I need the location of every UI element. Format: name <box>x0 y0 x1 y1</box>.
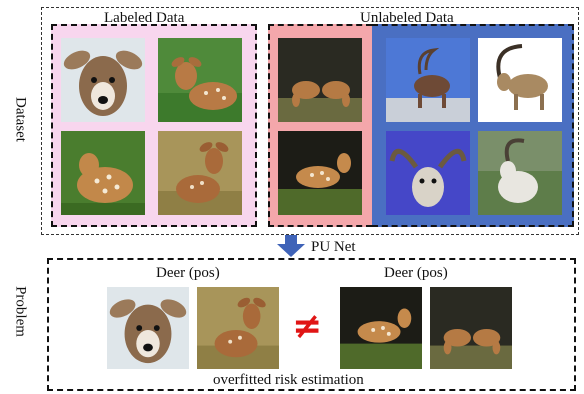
dataset-side-label: Dataset <box>12 97 29 142</box>
deer-photo <box>61 38 145 122</box>
bottom-caption: overfitted risk estimation <box>213 372 364 388</box>
deer-photo <box>340 287 422 369</box>
unlabeled-data-title: Unlabeled Data <box>360 10 454 26</box>
deer-photo <box>158 131 242 215</box>
left-caption: Deer (pos) <box>156 265 220 281</box>
dataset-panel <box>41 7 579 235</box>
deer-photo <box>197 287 279 369</box>
deer-photo <box>430 287 512 369</box>
deer-photo <box>107 287 189 369</box>
deer-photo <box>158 38 242 122</box>
problem-side-label: Problem <box>12 286 29 337</box>
not-equal-icon: ≠ <box>292 306 323 347</box>
deer-photo <box>61 131 145 215</box>
labeled-data-title: Labeled Data <box>104 10 185 26</box>
right-caption: Deer (pos) <box>384 265 448 281</box>
deer-photo <box>278 131 362 215</box>
ibex-photo <box>386 38 470 122</box>
ibex-photo <box>478 38 562 122</box>
arrow-down-icon <box>277 235 305 257</box>
deer-photo <box>278 38 362 122</box>
problem-panel <box>47 258 576 391</box>
ibex-photo <box>478 131 562 215</box>
ibex-photo <box>386 131 470 215</box>
arrow-label: PU Net <box>311 239 356 255</box>
